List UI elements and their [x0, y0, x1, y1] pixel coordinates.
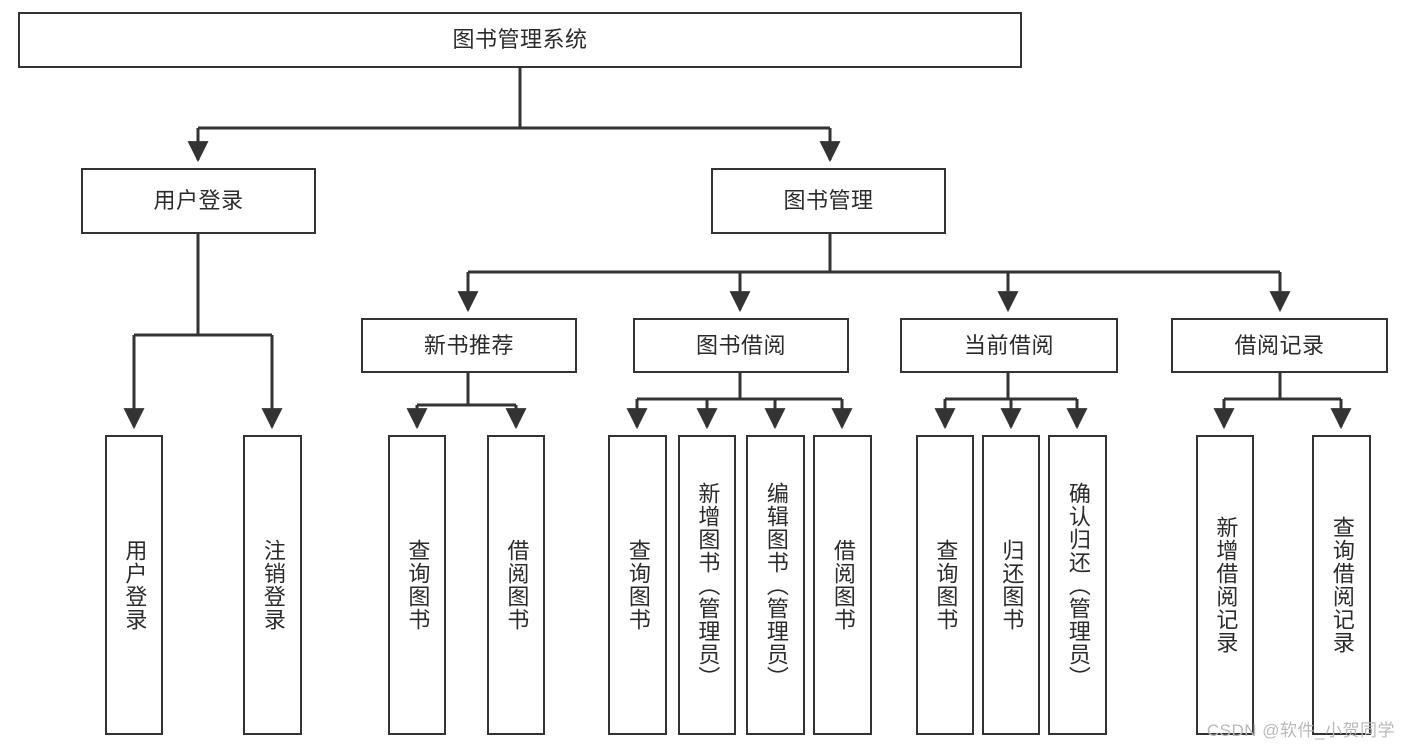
node-book-management-label: 图书管理 — [783, 188, 874, 214]
leaf-user-login[interactable]: 用户登录 — [105, 435, 163, 735]
leaf-add-book-label: 新增图书（管理员） — [695, 481, 721, 689]
leaf-add-borrow-record[interactable]: 新增借阅记录 — [1196, 435, 1254, 735]
node-book-management[interactable]: 图书管理 — [711, 168, 946, 234]
node-root-label: 图书管理系统 — [452, 27, 588, 53]
node-current-borrow[interactable]: 当前借阅 — [900, 318, 1118, 373]
node-root[interactable]: 图书管理系统 — [18, 12, 1022, 68]
leaf-borrow-book-newbook-label: 借阅图书 — [504, 539, 530, 631]
leaf-edit-book-label: 编辑图书（管理员） — [763, 481, 789, 689]
leaf-borrow-book-newbook[interactable]: 借阅图书 — [487, 435, 545, 735]
leaf-add-borrow-record-label: 新增借阅记录 — [1213, 516, 1239, 654]
leaf-borrow-book-borrow-label: 借阅图书 — [830, 539, 856, 631]
watermark-text: CSDN @软件_小贺同学 — [1206, 721, 1395, 740]
node-user-login-label: 用户登录 — [153, 188, 244, 214]
leaf-query-book-newbook-label: 查询图书 — [405, 539, 431, 631]
leaf-query-borrow-record[interactable]: 查询借阅记录 — [1312, 435, 1371, 735]
leaf-query-book-current-label: 查询图书 — [933, 539, 959, 631]
node-user-login[interactable]: 用户登录 — [81, 168, 316, 234]
leaf-return-book[interactable]: 归还图书 — [982, 435, 1040, 735]
leaf-query-book-borrow[interactable]: 查询图书 — [608, 435, 667, 735]
node-borrow-records-label: 借阅记录 — [1234, 332, 1325, 358]
node-book-borrow[interactable]: 图书借阅 — [633, 318, 849, 373]
leaf-logout-label: 注销登录 — [260, 539, 286, 631]
leaf-query-book-current[interactable]: 查询图书 — [916, 435, 974, 735]
node-borrow-records[interactable]: 借阅记录 — [1171, 318, 1388, 373]
leaf-query-book-newbook[interactable]: 查询图书 — [388, 435, 446, 735]
leaf-confirm-return-label: 确认归还（管理员） — [1065, 481, 1091, 689]
node-book-borrow-label: 图书借阅 — [695, 332, 786, 358]
leaf-logout[interactable]: 注销登录 — [243, 435, 302, 735]
leaf-borrow-book-borrow[interactable]: 借阅图书 — [813, 435, 872, 735]
node-current-borrow-label: 当前借阅 — [963, 332, 1054, 358]
leaf-user-login-label: 用户登录 — [122, 539, 148, 631]
leaf-add-book[interactable]: 新增图书（管理员） — [678, 435, 736, 735]
leaf-query-book-borrow-label: 查询图书 — [625, 539, 651, 631]
leaf-query-borrow-record-label: 查询借阅记录 — [1329, 516, 1355, 654]
node-new-book-recommend[interactable]: 新书推荐 — [361, 318, 577, 373]
leaf-edit-book[interactable]: 编辑图书（管理员） — [746, 435, 805, 735]
leaf-confirm-return[interactable]: 确认归还（管理员） — [1048, 435, 1107, 735]
node-new-book-recommend-label: 新书推荐 — [423, 332, 514, 358]
leaf-return-book-label: 归还图书 — [999, 539, 1025, 631]
